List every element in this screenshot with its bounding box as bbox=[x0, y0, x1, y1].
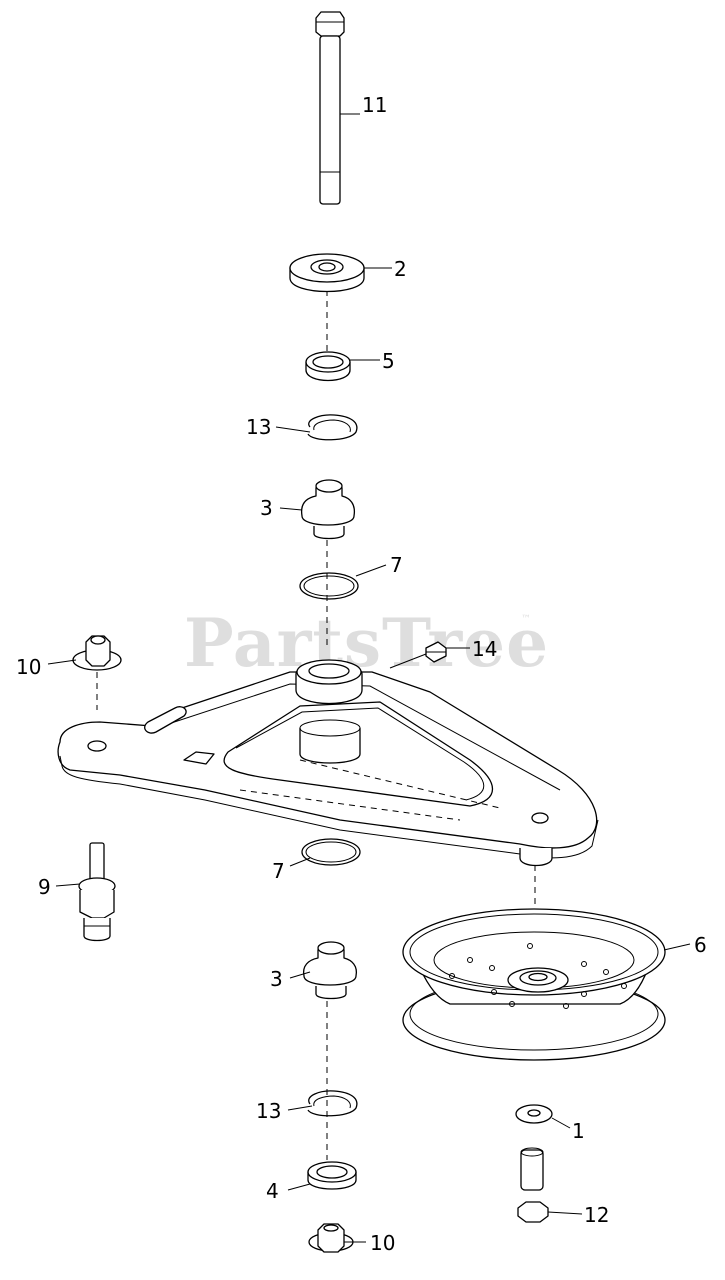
part-12-sleeve-nut[interactable] bbox=[517, 1147, 549, 1223]
callout-4: 4 bbox=[266, 1179, 279, 1203]
part-1-washer[interactable] bbox=[515, 1104, 553, 1124]
callout-3-upper: 3 bbox=[260, 496, 273, 520]
idler-arm-bracket[interactable] bbox=[57, 659, 599, 867]
callout-12: 12 bbox=[584, 1203, 609, 1227]
callout-7-upper: 7 bbox=[390, 553, 403, 577]
callout-13-lower: 13 bbox=[256, 1099, 281, 1123]
part-4-bearing[interactable] bbox=[307, 1161, 357, 1190]
callout-11: 11 bbox=[362, 93, 387, 117]
part-13-retaining-ring-upper[interactable] bbox=[307, 414, 358, 441]
callout-leaders bbox=[47, 113, 691, 1243]
callout-14: 14 bbox=[472, 637, 497, 661]
trademark-symbol: ™ bbox=[521, 614, 531, 625]
part-3-spacer-upper[interactable] bbox=[300, 479, 356, 540]
part-13-retaining-ring-lower[interactable] bbox=[307, 1090, 358, 1117]
callout-13-upper: 13 bbox=[246, 415, 271, 439]
part-5-bearing[interactable] bbox=[305, 351, 351, 382]
callout-2: 2 bbox=[394, 257, 407, 281]
part-3-spacer-lower[interactable] bbox=[302, 941, 358, 1000]
part-10-flange-nut-lower[interactable] bbox=[308, 1223, 354, 1253]
callout-6: 6 bbox=[694, 933, 707, 957]
part-11-bolt[interactable] bbox=[315, 11, 345, 205]
part-10-flange-nut-upper[interactable] bbox=[72, 635, 122, 671]
part-6-idler-pulley[interactable] bbox=[402, 908, 666, 1061]
part-9-shoulder-bolt[interactable] bbox=[78, 842, 116, 942]
part-7-oring-lower[interactable] bbox=[301, 838, 361, 866]
parts-tree-watermark: PartsTree bbox=[184, 604, 549, 682]
part-7-oring-upper[interactable] bbox=[299, 572, 359, 600]
part-14-grease-fitting[interactable] bbox=[425, 641, 447, 663]
callout-9: 9 bbox=[38, 875, 51, 899]
callout-3-lower: 3 bbox=[270, 967, 283, 991]
callout-10-upper: 10 bbox=[16, 655, 41, 679]
callout-1: 1 bbox=[572, 1119, 585, 1143]
callout-10-lower: 10 bbox=[370, 1231, 395, 1255]
callout-5: 5 bbox=[382, 349, 395, 373]
callout-7-lower: 7 bbox=[272, 859, 285, 883]
part-2-cover[interactable] bbox=[289, 253, 365, 293]
